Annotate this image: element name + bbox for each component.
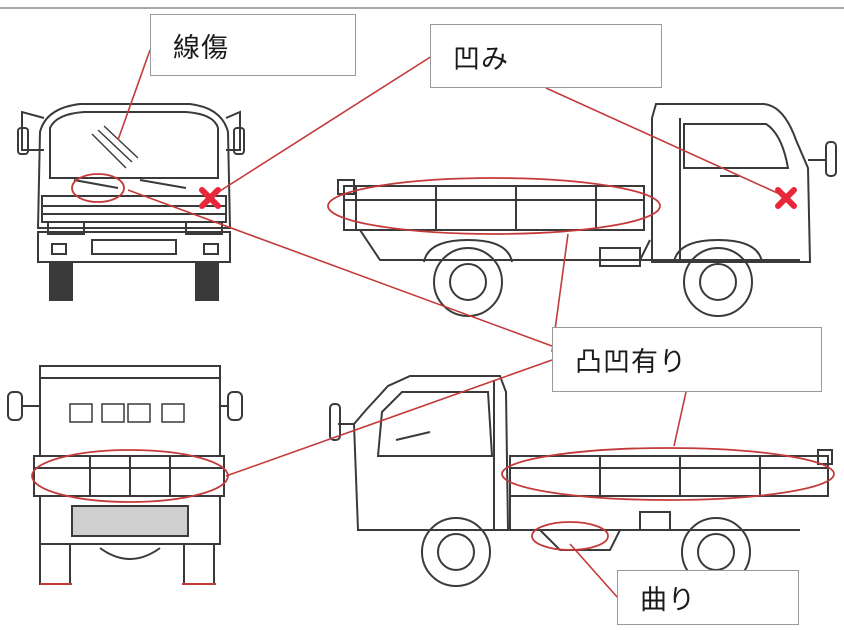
x-mark-icon (199, 187, 221, 209)
rear-vents (69, 403, 185, 423)
truck-side-view-left (329, 375, 833, 587)
truck-side-view-right (337, 103, 837, 317)
truck-front-view (17, 103, 245, 301)
ellipse-rear-tailgate (31, 449, 229, 503)
label-dent: 凹み (430, 24, 662, 88)
label-bumps: 凸凹有り (552, 327, 822, 392)
label-bumps-text: 凸凹有り (575, 347, 687, 378)
label-bent-text: 曲り (640, 585, 696, 616)
truck-rear-view (7, 365, 243, 585)
ellipse-side-bed-top (327, 177, 661, 235)
ellipse-chassis (531, 521, 609, 551)
label-dent-text: 凹み (453, 43, 509, 75)
label-scratch-text: 線傷 (173, 32, 229, 64)
ellipse-front-grille (71, 173, 125, 203)
damage-ellipses (31, 173, 835, 551)
label-scratch: 線傷 (150, 14, 356, 76)
label-bent: 曲り (617, 570, 799, 625)
x-mark-icon (775, 187, 797, 209)
ellipse-side-bed-bottom (501, 447, 835, 501)
